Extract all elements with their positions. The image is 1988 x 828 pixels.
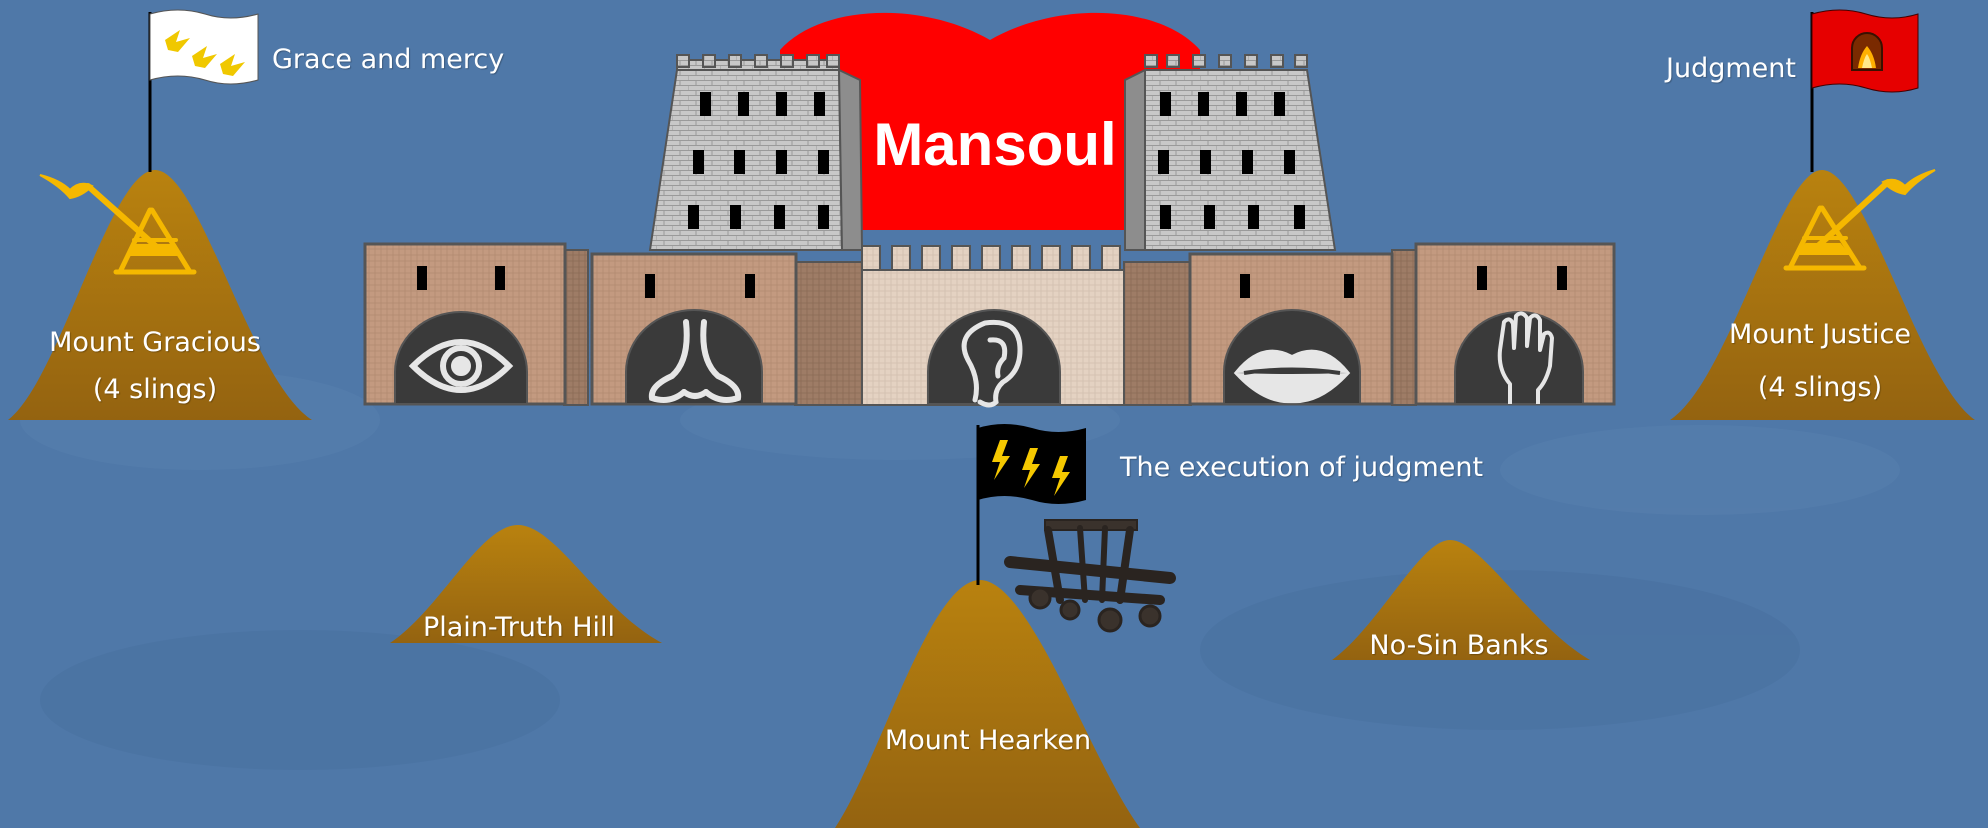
castle-title: Mansoul	[873, 110, 1116, 179]
right-tower	[1125, 55, 1335, 250]
no-sin-banks-label: No-Sin Banks	[1369, 630, 1548, 661]
red-flag	[1812, 10, 1918, 172]
left-tower	[650, 55, 862, 250]
mount-gracious-label: Mount Gracious	[49, 327, 261, 358]
siege-engine-icon	[1010, 520, 1170, 631]
mount-justice-label: Mount Justice	[1729, 319, 1911, 350]
mount-justice-slings: (4 slings)	[1758, 372, 1882, 403]
flag-label-gracious: Grace and mercy	[272, 44, 504, 75]
flag-label-hearken: The execution of judgment	[1120, 452, 1483, 483]
mount-gracious-slings: (4 slings)	[93, 374, 217, 405]
mount-hearken-label: Mount Hearken	[885, 725, 1091, 756]
mount-hearken-shape	[835, 580, 1140, 828]
castle	[365, 13, 1614, 405]
flag-label-justice: Judgment	[1666, 53, 1796, 84]
furnace-icon	[1852, 33, 1882, 70]
plain-truth-hill-label: Plain-Truth Hill	[423, 612, 615, 643]
white-flag	[150, 10, 258, 172]
